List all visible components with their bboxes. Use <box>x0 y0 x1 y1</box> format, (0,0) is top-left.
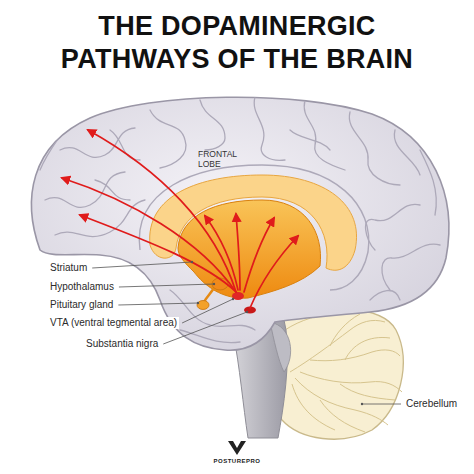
region-label: FRONTAL LOBE <box>198 149 242 169</box>
leader-dot <box>232 298 234 300</box>
part-label: Hypothalamus <box>48 281 116 293</box>
leader-dot <box>213 283 215 285</box>
cerebellum-folia <box>285 312 402 432</box>
part-label: Striatum <box>48 262 89 274</box>
vta-shape <box>232 292 244 300</box>
leader-dot <box>361 403 363 405</box>
striatum-shape <box>178 200 321 298</box>
part-label: Pituitary gland <box>48 299 115 311</box>
pituitary-stalk <box>204 288 214 302</box>
leader-dot <box>191 261 193 263</box>
part-label: VTA (ventral tegmental area) <box>48 317 179 329</box>
part-label: Cerebellum <box>404 398 459 410</box>
leader-line <box>182 299 233 323</box>
leader-line <box>119 284 214 287</box>
logo-icon <box>228 441 246 455</box>
pituitary-gland <box>197 301 209 310</box>
title: THE DOPAMINERGIC PATHWAYS OF THE BRAIN <box>27 10 447 76</box>
part-label: Substantia nigra <box>84 338 160 350</box>
leader-dot <box>197 302 199 304</box>
leader-dot <box>246 311 248 313</box>
leader-line <box>118 303 198 305</box>
pons-shape <box>270 322 291 372</box>
cerebrum-shape <box>32 97 449 350</box>
leader-line <box>362 404 401 405</box>
gyri-lines <box>40 97 440 343</box>
watermark: POSTUREPRO <box>213 458 260 465</box>
leader-line <box>92 262 192 268</box>
cerebellum-shape <box>269 309 403 439</box>
